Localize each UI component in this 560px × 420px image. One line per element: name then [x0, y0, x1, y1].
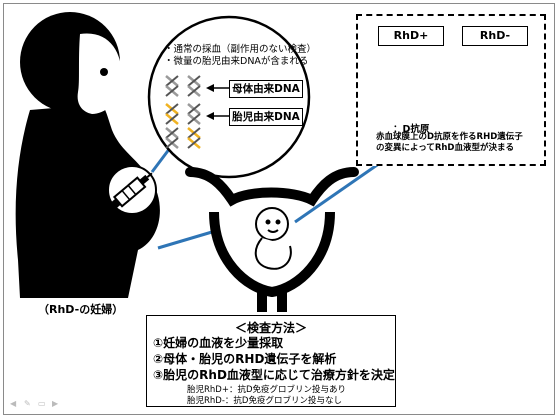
dna-helix-icon [165, 127, 179, 149]
maternal-dna-label: 母体由来DNA [229, 80, 303, 98]
antigen-desc-line1: 赤血球膜上のD抗原を作るRHD遺伝子 [376, 132, 523, 142]
method-step-2: ②母体・胎児のRHD遺伝子を解析 [153, 352, 337, 366]
connector-fetus-panel [294, 161, 381, 224]
fetal-dna-label: 胎児由来DNA [229, 108, 303, 126]
edit-icon[interactable]: ✎ [24, 399, 31, 408]
woman-label: （RhD-の妊婦） [38, 303, 124, 316]
next-icon[interactable]: ▶ [52, 399, 59, 408]
method-note-2: 胎児RhD-：抗D免疫グロブリン投与なし [187, 396, 342, 406]
syringe-icon [107, 165, 157, 215]
method-step-1: ①妊婦の血液を少量採取 [153, 336, 284, 350]
dna-helix-icon [165, 75, 179, 97]
dna-helix-icon [165, 103, 179, 125]
circle-note-line1: ・通常の採血（副作用のない検査） [164, 44, 317, 55]
figure-frame [3, 3, 555, 415]
method-step-3: ③胎児のRhD血液型に応じて治療方針を決定 [153, 368, 395, 382]
circle-note: ・通常の採血（副作用のない検査） ・微量の胎児由来DNAが含まれる [164, 44, 316, 68]
method-title: ＜検査方法＞ [234, 321, 307, 335]
dna-helix-icon [187, 103, 201, 125]
rhd-negative-header: RhD- [462, 26, 528, 46]
dna-helices [165, 75, 201, 149]
method-box: ＜検査方法＞ ①妊婦の血液を少量採取 ②母体・胎児のRHD遺伝子を解析 ③胎児の… [146, 315, 396, 407]
fetus-icon [254, 207, 292, 270]
method-note-1: 胎児RhD+：抗D免疫グロブリン投与あり [187, 385, 347, 395]
face-detail [77, 33, 122, 114]
rhd-panel: RhD+ RhD- [356, 14, 546, 166]
dna-label-arrows [206, 84, 230, 120]
circle-note-line2: ・微量の胎児由来DNAが含まれる [164, 56, 309, 67]
menu-icon[interactable]: ▭ [38, 399, 46, 408]
connector-body-uterus [157, 230, 213, 250]
uterus-outline [185, 167, 359, 312]
rhd-positive-header: RhD+ [378, 26, 444, 46]
antigen-title: ：D抗原 [393, 124, 430, 135]
dna-helix-icon [187, 127, 201, 149]
antigen-desc-line2: の変異によってRhD血液型が決まる [376, 143, 514, 153]
antigen-description: 赤血球膜上のD抗原を作るRHD遺伝子 の変異によってRhD血液型が決まる [376, 132, 523, 154]
prev-icon[interactable]: ◀ [10, 399, 17, 408]
dna-helix-icon [187, 75, 201, 97]
